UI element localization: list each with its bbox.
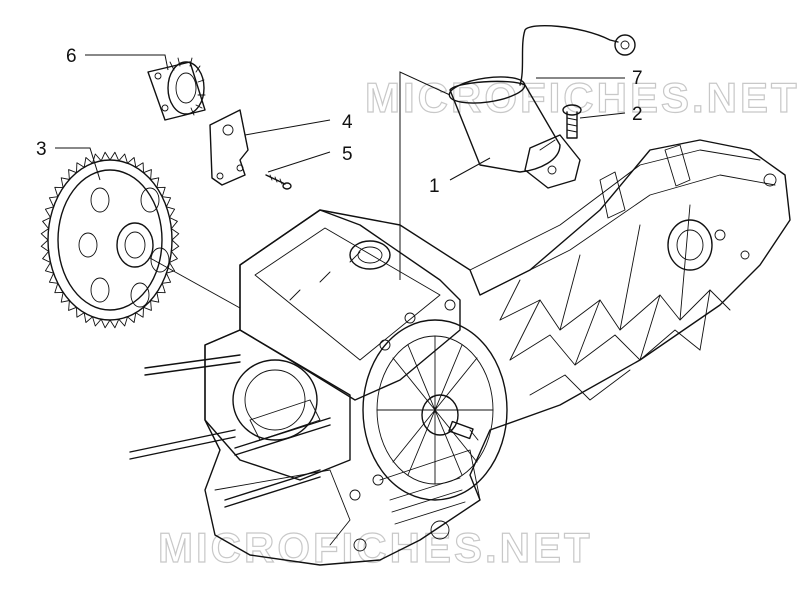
callout-7: 7 bbox=[632, 68, 643, 89]
leader-5 bbox=[267, 151, 331, 173]
screw bbox=[265, 174, 292, 190]
leader-1 bbox=[449, 157, 491, 181]
starter-cable bbox=[519, 25, 636, 86]
callout-1: 1 bbox=[429, 176, 440, 197]
leader-3 bbox=[55, 147, 101, 181]
leader-4 bbox=[244, 119, 331, 136]
crankcase bbox=[129, 139, 791, 566]
bracket bbox=[209, 109, 249, 186]
bolt bbox=[562, 104, 582, 139]
sprocket bbox=[40, 151, 180, 329]
sprocket-teeth bbox=[40, 151, 180, 329]
callout-2: 2 bbox=[632, 104, 643, 125]
leader-3-to-case bbox=[149, 257, 241, 309]
leader-1-to-case bbox=[399, 71, 451, 280]
callout-4: 4 bbox=[342, 112, 353, 133]
starter-gear bbox=[147, 57, 206, 121]
leader-6 bbox=[85, 54, 169, 71]
leader-lines bbox=[55, 54, 626, 309]
watermark-top: MICROFICHES.NET bbox=[365, 74, 800, 121]
watermark-bottom: MICROFICHES.NET bbox=[158, 524, 593, 571]
starter-motor bbox=[448, 76, 581, 189]
callout-3: 3 bbox=[36, 139, 47, 160]
leader-2 bbox=[579, 112, 626, 119]
callout-6: 6 bbox=[66, 46, 77, 67]
callout-5: 5 bbox=[342, 144, 353, 165]
